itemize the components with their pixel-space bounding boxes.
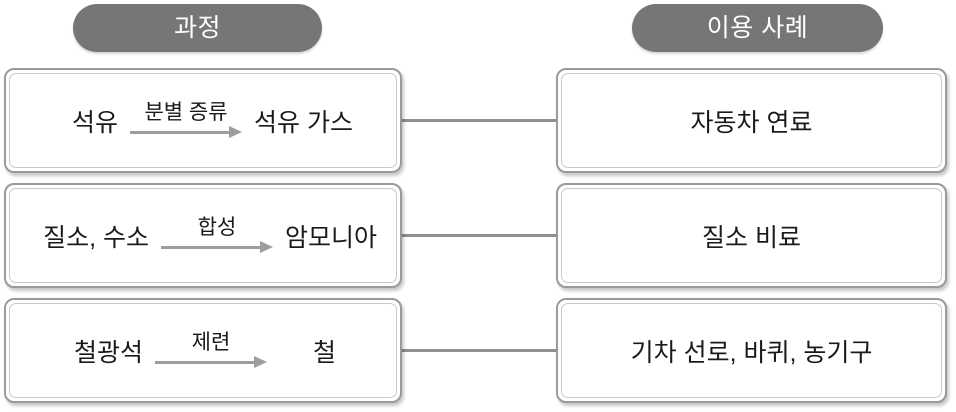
arrow-right-icon (130, 126, 242, 139)
box-inner-border (561, 73, 942, 168)
box-inner-border (561, 188, 942, 283)
box-inner-border (9, 73, 397, 168)
process-arrow-group: 분별 증류 (130, 100, 242, 139)
use-case-label: 자동차 연료 (690, 108, 813, 137)
reaction-row-1: 석유 분별 증류 석유 가스 (9, 73, 397, 168)
product-label: 석유 가스 (254, 108, 353, 137)
arrow-shaft (130, 130, 230, 134)
reactant-label: 철광석 (73, 338, 143, 367)
use-case-label: 기차 선로, 바퀴, 농기구 (630, 338, 873, 367)
process-arrow-group: 제련 (155, 330, 267, 369)
column-header-use-case: 이용 사례 (632, 4, 883, 52)
process-label: 제련 (191, 330, 231, 354)
reaction-row-3: 철광석 제련 철 (9, 303, 397, 398)
box-inner-border (561, 303, 942, 398)
product-label: 암모니아 (285, 223, 378, 252)
process-box-row-3: 철광석 제련 철 (4, 298, 402, 403)
arrow-head (260, 241, 273, 254)
connector-line-row-2 (402, 234, 557, 237)
process-box-row-2: 질소, 수소 합성 암모니아 (4, 183, 402, 288)
arrow-right-icon (161, 241, 273, 254)
connector-line-row-1 (402, 119, 557, 122)
box-inner-border (9, 303, 397, 398)
process-label: 분별 증류 (144, 100, 228, 124)
arrow-head (229, 126, 242, 139)
reaction-row-2: 질소, 수소 합성 암모니아 (9, 188, 397, 283)
arrow-head (254, 356, 267, 369)
column-header-process: 과정 (73, 4, 322, 52)
use-case-box-row-2: 질소 비료 (556, 183, 947, 288)
use-case-box-row-1: 자동차 연료 (556, 68, 947, 173)
connector-line-row-3 (402, 349, 557, 352)
use-case-box-row-3: 기차 선로, 바퀴, 농기구 (556, 298, 947, 403)
reactant-label: 질소, 수소 (43, 223, 149, 252)
arrow-shaft (161, 245, 261, 249)
process-arrow-group: 합성 (161, 215, 273, 254)
reactant-label: 석유 (71, 108, 118, 137)
arrow-right-icon (155, 356, 267, 369)
product-label: 철 (313, 338, 337, 367)
process-box-row-1: 석유 분별 증류 석유 가스 (4, 68, 402, 173)
process-label: 합성 (197, 215, 237, 239)
use-case-label: 질소 비료 (702, 223, 801, 252)
box-inner-border (9, 188, 397, 283)
arrow-shaft (155, 360, 255, 364)
